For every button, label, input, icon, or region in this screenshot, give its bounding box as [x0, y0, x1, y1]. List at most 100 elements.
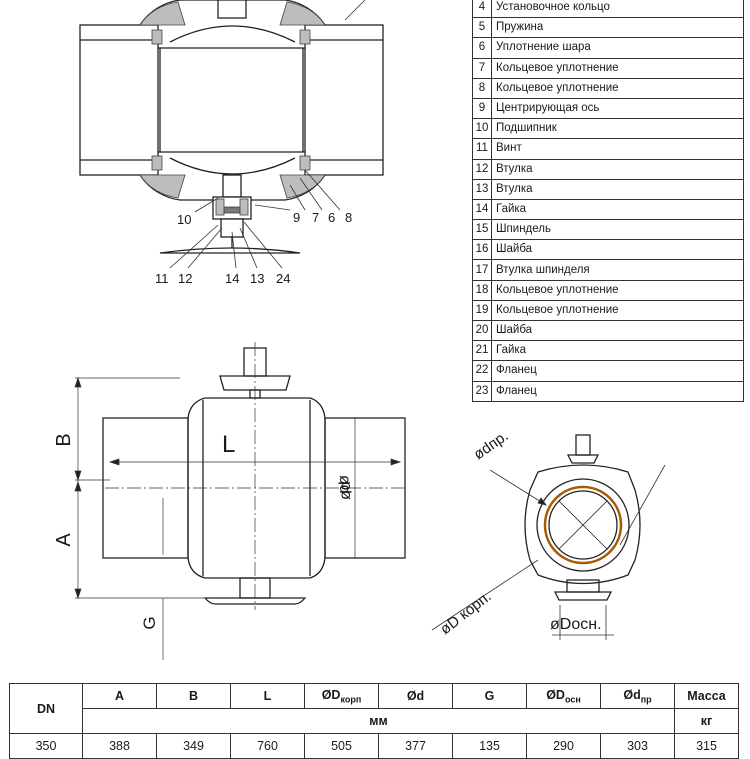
part-number: 5 [472, 17, 492, 39]
part-name: Винт [491, 138, 744, 160]
part-number: 22 [472, 360, 492, 382]
part-name: Установочное кольцо [491, 0, 744, 19]
part-name: Гайка [491, 340, 744, 362]
header-g: G [452, 683, 527, 709]
header-d-korp: ØDкорп [304, 683, 379, 709]
part-number: 23 [472, 380, 492, 402]
part-name: Втулка шпинделя [491, 259, 744, 281]
part-name: Шпиндель [491, 219, 744, 241]
part-name: Фланец [491, 380, 744, 402]
part-name: Кольцевое уплотнение [491, 57, 744, 79]
part-number: 21 [472, 340, 492, 362]
front-view-drawing: B A G L ød ød [53, 342, 406, 660]
side-label-d-osn: øDосн. [550, 616, 602, 633]
header-b: B [156, 683, 231, 709]
table-row: 350 388 349 760 505 377 135 290 303 315 [9, 733, 739, 759]
header-dn: DN [9, 683, 83, 734]
part-number: 10 [472, 118, 492, 140]
callout-11: 11 [155, 271, 169, 286]
part-name: Втулка [491, 158, 744, 180]
dim-label-b: B [53, 433, 75, 446]
part-name: Гайка [491, 198, 744, 221]
part-name: Пружина [491, 17, 744, 39]
callout-12: 12 [178, 271, 192, 286]
part-name: Уплотнение шара [491, 37, 744, 59]
section-view-drawing: 10 9 7 6 8 11 12 14 13 24 [79, 0, 384, 286]
header-d: Ød [378, 683, 453, 709]
part-number: 13 [472, 178, 492, 200]
header-d-osn: ØDосн [526, 683, 601, 709]
header-a: A [82, 683, 157, 709]
part-number: 17 [472, 259, 492, 281]
cell: 388 [82, 733, 157, 759]
cell: 505 [304, 733, 379, 759]
cell: 303 [600, 733, 675, 759]
part-number: 9 [472, 97, 492, 120]
part-number: 19 [472, 299, 492, 322]
callout-7: 7 [312, 210, 319, 225]
part-number: 16 [472, 239, 492, 261]
part-name: Кольцевое уплотнение [491, 279, 744, 301]
part-name: Подшипник [491, 118, 744, 140]
part-name: Кольцевое уплотнение [491, 299, 744, 322]
header-l: L [230, 683, 305, 709]
part-number: 12 [472, 158, 492, 180]
cell: 290 [526, 733, 601, 759]
side-label-d-korp: øD корп. [437, 588, 495, 638]
part-number: 6 [472, 37, 492, 59]
header-d-pr: Ødпр [600, 683, 675, 709]
cell: 760 [230, 733, 305, 759]
unit-kg: кг [674, 708, 739, 734]
unit-mm: мм [82, 708, 675, 734]
part-number: 4 [472, 0, 492, 19]
dim-label-d-pipe: ød [337, 481, 354, 500]
callout-24: 24 [276, 271, 290, 286]
header-mass: Масса [674, 683, 739, 709]
part-number: 8 [472, 77, 492, 99]
dim-label-d-body: ød [336, 475, 353, 494]
cell: 135 [452, 733, 527, 759]
part-number: 20 [472, 319, 492, 342]
part-number: 18 [472, 279, 492, 301]
part-number: 7 [472, 57, 492, 79]
cell: 377 [378, 733, 453, 759]
side-view-drawing: ødпр. øD корп. øDосн. [431, 430, 666, 640]
callout-13: 13 [250, 271, 264, 286]
part-name: Шайба [491, 319, 744, 342]
dim-label-a: A [53, 533, 75, 547]
dim-label-l: L [222, 431, 235, 458]
callout-9: 9 [293, 210, 300, 225]
part-name: Кольцевое уплотнение [491, 77, 744, 99]
callout-8: 8 [345, 210, 352, 225]
part-number: 14 [472, 198, 492, 221]
part-name: Втулка [491, 178, 744, 200]
side-label-d-np: ødпр. [471, 430, 512, 463]
cell: 350 [9, 733, 83, 759]
cell: 349 [156, 733, 231, 759]
part-name: Шайба [491, 239, 744, 261]
part-number: 15 [472, 219, 492, 241]
part-name: Центрирующая ось [491, 97, 744, 120]
dim-label-g: G [140, 616, 159, 629]
cell: 315 [674, 733, 739, 759]
part-number: 11 [472, 138, 492, 160]
